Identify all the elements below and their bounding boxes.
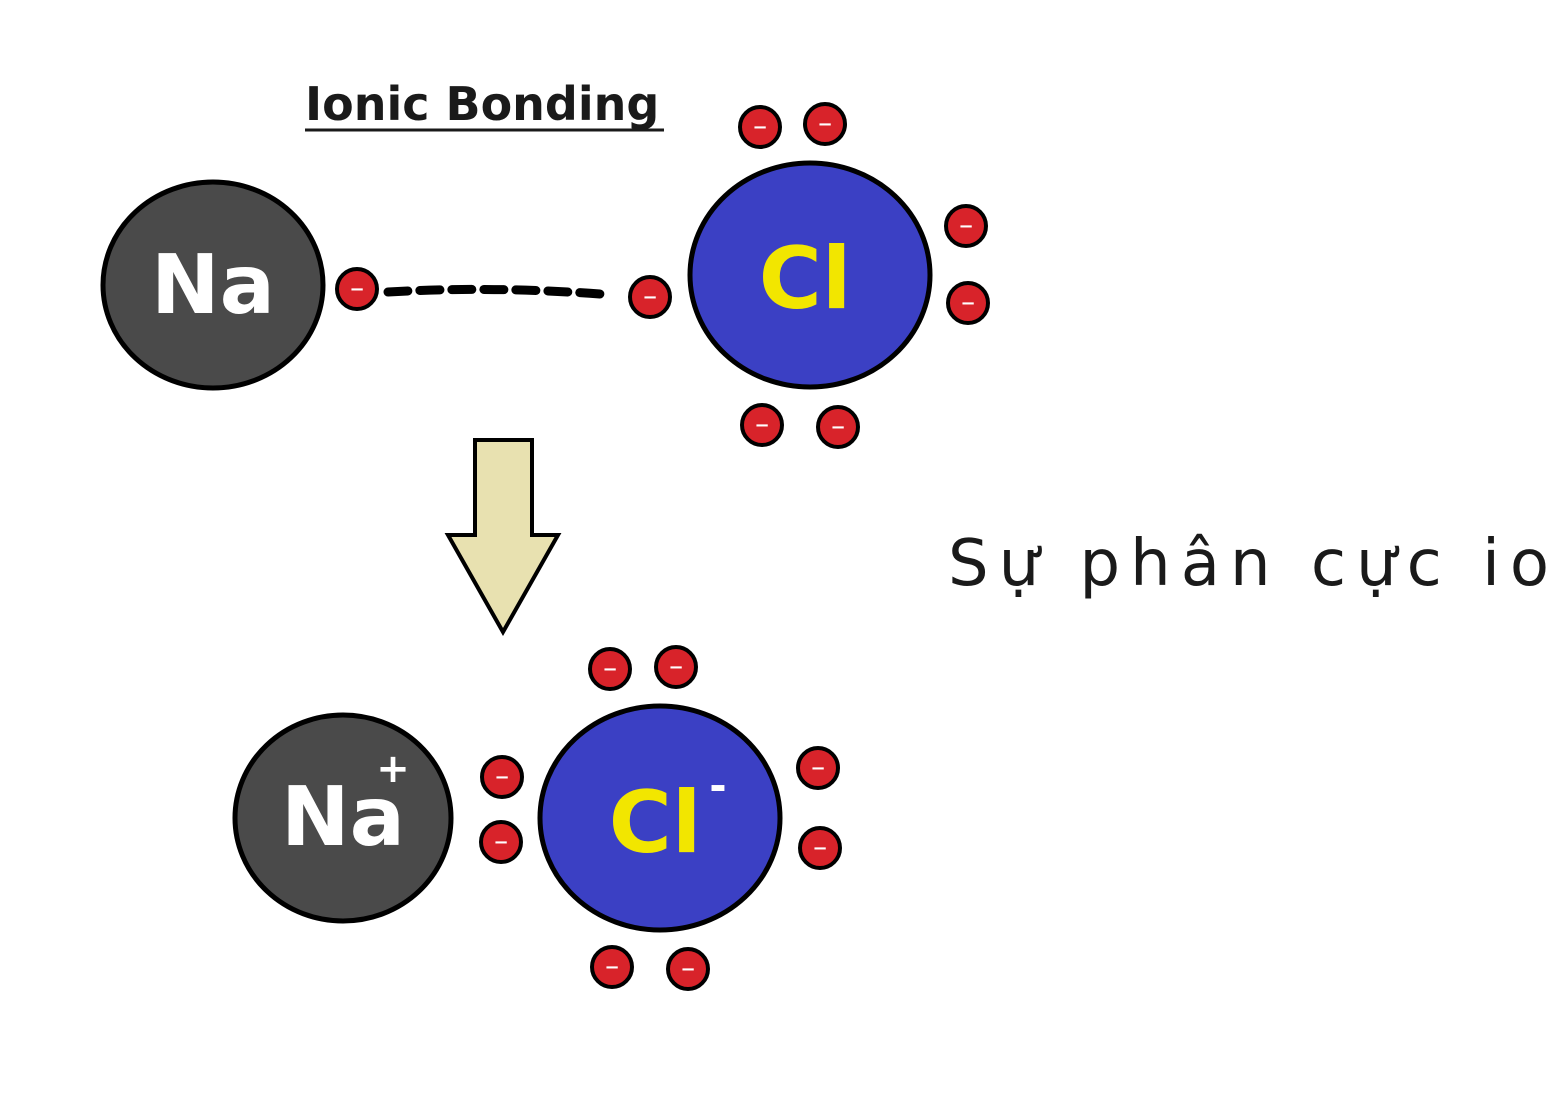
electron: − [796, 746, 840, 790]
electron-sign: − [642, 287, 657, 308]
electron-circle [816, 405, 860, 449]
electron: − [666, 947, 710, 991]
sodium-ion: Na + [232, 712, 454, 924]
chloride-ion-symbol: Cl [609, 773, 702, 873]
sodium-atom: Na [100, 179, 326, 391]
electron: − [798, 826, 842, 870]
electron-sign: − [810, 758, 825, 779]
electron-circle [480, 755, 524, 799]
electron: − [738, 105, 782, 149]
electron: − [479, 820, 523, 864]
electron: − [803, 102, 847, 146]
electron: − [628, 275, 672, 319]
electron: − [816, 405, 860, 449]
chloride-ion-nucleus [537, 703, 783, 933]
electron-circle [590, 945, 634, 989]
electron-sign: − [493, 832, 508, 853]
down-arrow-icon [444, 438, 562, 637]
electron: − [588, 647, 632, 691]
electron-circle [944, 204, 988, 248]
sodium-ion-nucleus [232, 712, 454, 924]
electron-sign: − [668, 657, 683, 678]
electron-circle [479, 820, 523, 864]
chloride-ion-charge: - [709, 761, 726, 810]
electron-sign: − [680, 959, 695, 980]
electron-sign: − [958, 216, 973, 237]
electron: − [590, 945, 634, 989]
sodium-nucleus [100, 179, 326, 391]
electron-circle [803, 102, 847, 146]
electron-sign: − [602, 659, 617, 680]
electrons-before: − − − − − − − − [335, 102, 990, 449]
chlorine-atom: Cl [687, 160, 933, 390]
electrons-after: − − − − − − − − [479, 645, 842, 991]
electron-sign: − [830, 417, 845, 438]
electron: − [944, 204, 988, 248]
electron-sign: − [494, 767, 509, 788]
sodium-ion-symbol: Na [281, 770, 405, 865]
electron-circle [628, 275, 672, 319]
electron-circle [335, 267, 379, 311]
electron-sign: − [604, 957, 619, 978]
electron: − [740, 403, 784, 447]
electron-sign: − [960, 293, 975, 314]
electron-circle [588, 647, 632, 691]
electron: − [335, 267, 379, 311]
caption: Sự phân cực ion [948, 527, 1563, 601]
chlorine-nucleus [687, 160, 933, 390]
diagram-title: Ionic Bonding [305, 77, 659, 131]
electron: − [946, 281, 990, 325]
electron-sign: − [817, 114, 832, 135]
electron-circle [740, 403, 784, 447]
electron-sign: − [754, 415, 769, 436]
chlorine-symbol: Cl [759, 229, 852, 329]
electron-sign: − [349, 279, 364, 300]
electron-circle [654, 645, 698, 689]
electron-circle [946, 281, 990, 325]
electron: − [654, 645, 698, 689]
chloride-ion: Cl - [537, 703, 783, 933]
electron-circle [738, 105, 782, 149]
sodium-symbol: Na [151, 238, 275, 333]
sodium-ion-charge: + [376, 746, 410, 792]
electron-transfer-path [383, 284, 605, 299]
electron-sign: − [752, 117, 767, 138]
electron-circle [798, 826, 842, 870]
electron-sign: − [812, 838, 827, 859]
electron-circle [796, 746, 840, 790]
electron: − [480, 755, 524, 799]
electron-circle [666, 947, 710, 991]
